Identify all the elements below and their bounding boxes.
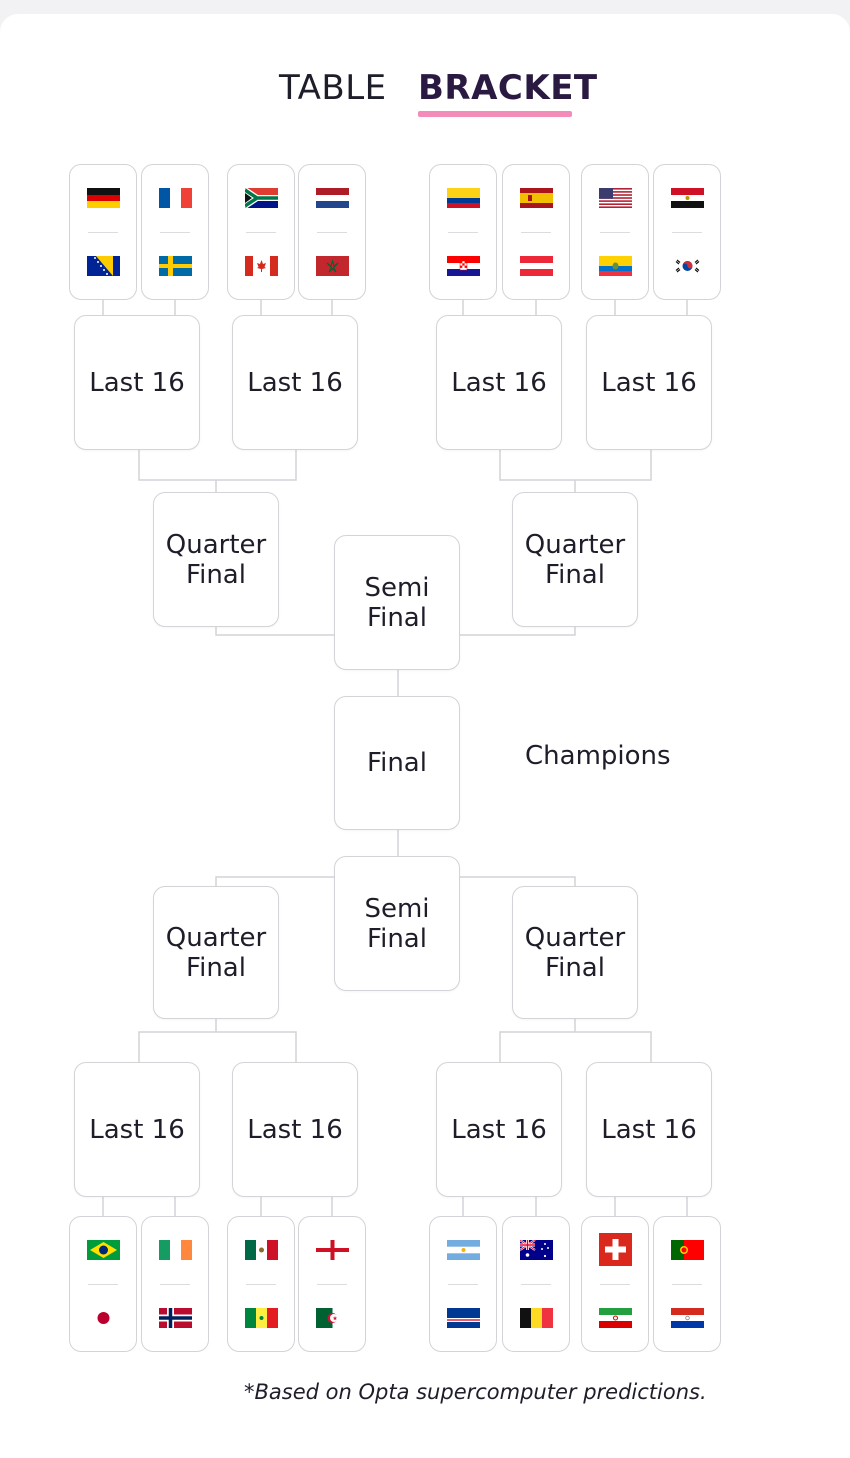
match-card[interactable] <box>69 1216 137 1352</box>
round-label: Semi Final <box>364 572 430 633</box>
egypt-flag-icon <box>671 188 704 208</box>
austria-flag-icon <box>520 256 553 276</box>
match-card[interactable] <box>581 1216 649 1352</box>
last16-match-7[interactable]: Last 16 <box>436 1062 562 1197</box>
spain-flag-icon <box>520 188 553 208</box>
round-label: Last 16 <box>89 367 185 398</box>
canada-flag-icon <box>245 256 278 276</box>
south-africa-flag-icon <box>245 188 278 208</box>
last16-match-3[interactable]: Last 16 <box>436 315 562 450</box>
france-flag-icon <box>159 188 192 208</box>
round-label: Last 16 <box>89 1114 185 1145</box>
footnote: *Based on Opta supercomputer predictions… <box>244 1380 707 1404</box>
japan-flag-icon <box>87 1308 120 1328</box>
mexico-flag-icon <box>245 1240 278 1260</box>
round-label: Quarter Final <box>165 922 267 983</box>
senegal-flag-icon <box>245 1308 278 1328</box>
round-label: Quarter Final <box>524 922 626 983</box>
semi-final-1[interactable]: Semi Final <box>334 535 460 670</box>
ireland-flag-icon <box>159 1240 192 1260</box>
match-card[interactable] <box>141 164 209 300</box>
match-card[interactable] <box>429 164 497 300</box>
south-korea-flag-icon <box>671 256 704 276</box>
round-label: Final <box>367 748 427 778</box>
round-label: Last 16 <box>451 1114 547 1145</box>
match-card[interactable] <box>298 1216 366 1352</box>
match-card[interactable] <box>502 164 570 300</box>
match-card[interactable] <box>653 164 721 300</box>
iran-flag-icon <box>599 1308 632 1328</box>
germany-flag-icon <box>87 188 120 208</box>
last16-match-6[interactable]: Last 16 <box>232 1062 358 1197</box>
round-label: Last 16 <box>601 367 697 398</box>
morocco-flag-icon <box>316 256 349 276</box>
match-card[interactable] <box>227 1216 295 1352</box>
last16-match-4[interactable]: Last 16 <box>586 315 712 450</box>
switzerland-flag-icon <box>599 1233 632 1266</box>
match-card[interactable] <box>502 1216 570 1352</box>
match-card[interactable] <box>298 164 366 300</box>
belgium-flag-icon <box>520 1308 553 1328</box>
quarter-final-1[interactable]: Quarter Final <box>153 492 279 627</box>
usa-flag-icon <box>599 188 632 208</box>
round-label: Quarter Final <box>165 529 267 590</box>
active-tab-indicator <box>418 111 572 117</box>
match-card[interactable] <box>69 164 137 300</box>
paraguay-flag-icon <box>671 1308 704 1328</box>
quarter-final-2[interactable]: Quarter Final <box>512 492 638 627</box>
croatia-flag-icon <box>447 256 480 276</box>
ecuador-flag-icon <box>599 256 632 276</box>
colombia-flag-icon <box>447 188 480 208</box>
round-label: Quarter Final <box>524 529 626 590</box>
match-card[interactable] <box>141 1216 209 1352</box>
cape-verde-flag-icon <box>447 1308 480 1328</box>
match-card[interactable] <box>653 1216 721 1352</box>
match-card[interactable] <box>429 1216 497 1352</box>
tab-table[interactable]: TABLE <box>279 68 387 108</box>
portugal-flag-icon <box>671 1240 704 1260</box>
champions-label: Champions <box>525 741 671 771</box>
last16-match-2[interactable]: Last 16 <box>232 315 358 450</box>
norway-flag-icon <box>159 1308 192 1328</box>
last16-match-1[interactable]: Last 16 <box>74 315 200 450</box>
quarter-final-4[interactable]: Quarter Final <box>512 886 638 1019</box>
bosnia-flag-icon <box>87 256 120 276</box>
round-label: Semi Final <box>364 893 430 954</box>
sweden-flag-icon <box>159 256 192 276</box>
australia-flag-icon <box>520 1240 553 1260</box>
netherlands-flag-icon <box>316 188 349 208</box>
last16-match-5[interactable]: Last 16 <box>74 1062 200 1197</box>
argentina-flag-icon <box>447 1240 480 1260</box>
match-card[interactable] <box>581 164 649 300</box>
tab-bracket[interactable]: BRACKET <box>418 68 598 108</box>
last16-match-8[interactable]: Last 16 <box>586 1062 712 1197</box>
england-flag-icon <box>316 1240 349 1260</box>
round-label: Last 16 <box>247 1114 343 1145</box>
round-label: Last 16 <box>601 1114 697 1145</box>
round-label: Last 16 <box>451 367 547 398</box>
match-card[interactable] <box>227 164 295 300</box>
quarter-final-3[interactable]: Quarter Final <box>153 886 279 1019</box>
round-label: Last 16 <box>247 367 343 398</box>
final-match[interactable]: Final <box>334 696 460 830</box>
algeria-flag-icon <box>316 1308 349 1328</box>
brazil-flag-icon <box>87 1240 120 1260</box>
semi-final-2[interactable]: Semi Final <box>334 856 460 991</box>
